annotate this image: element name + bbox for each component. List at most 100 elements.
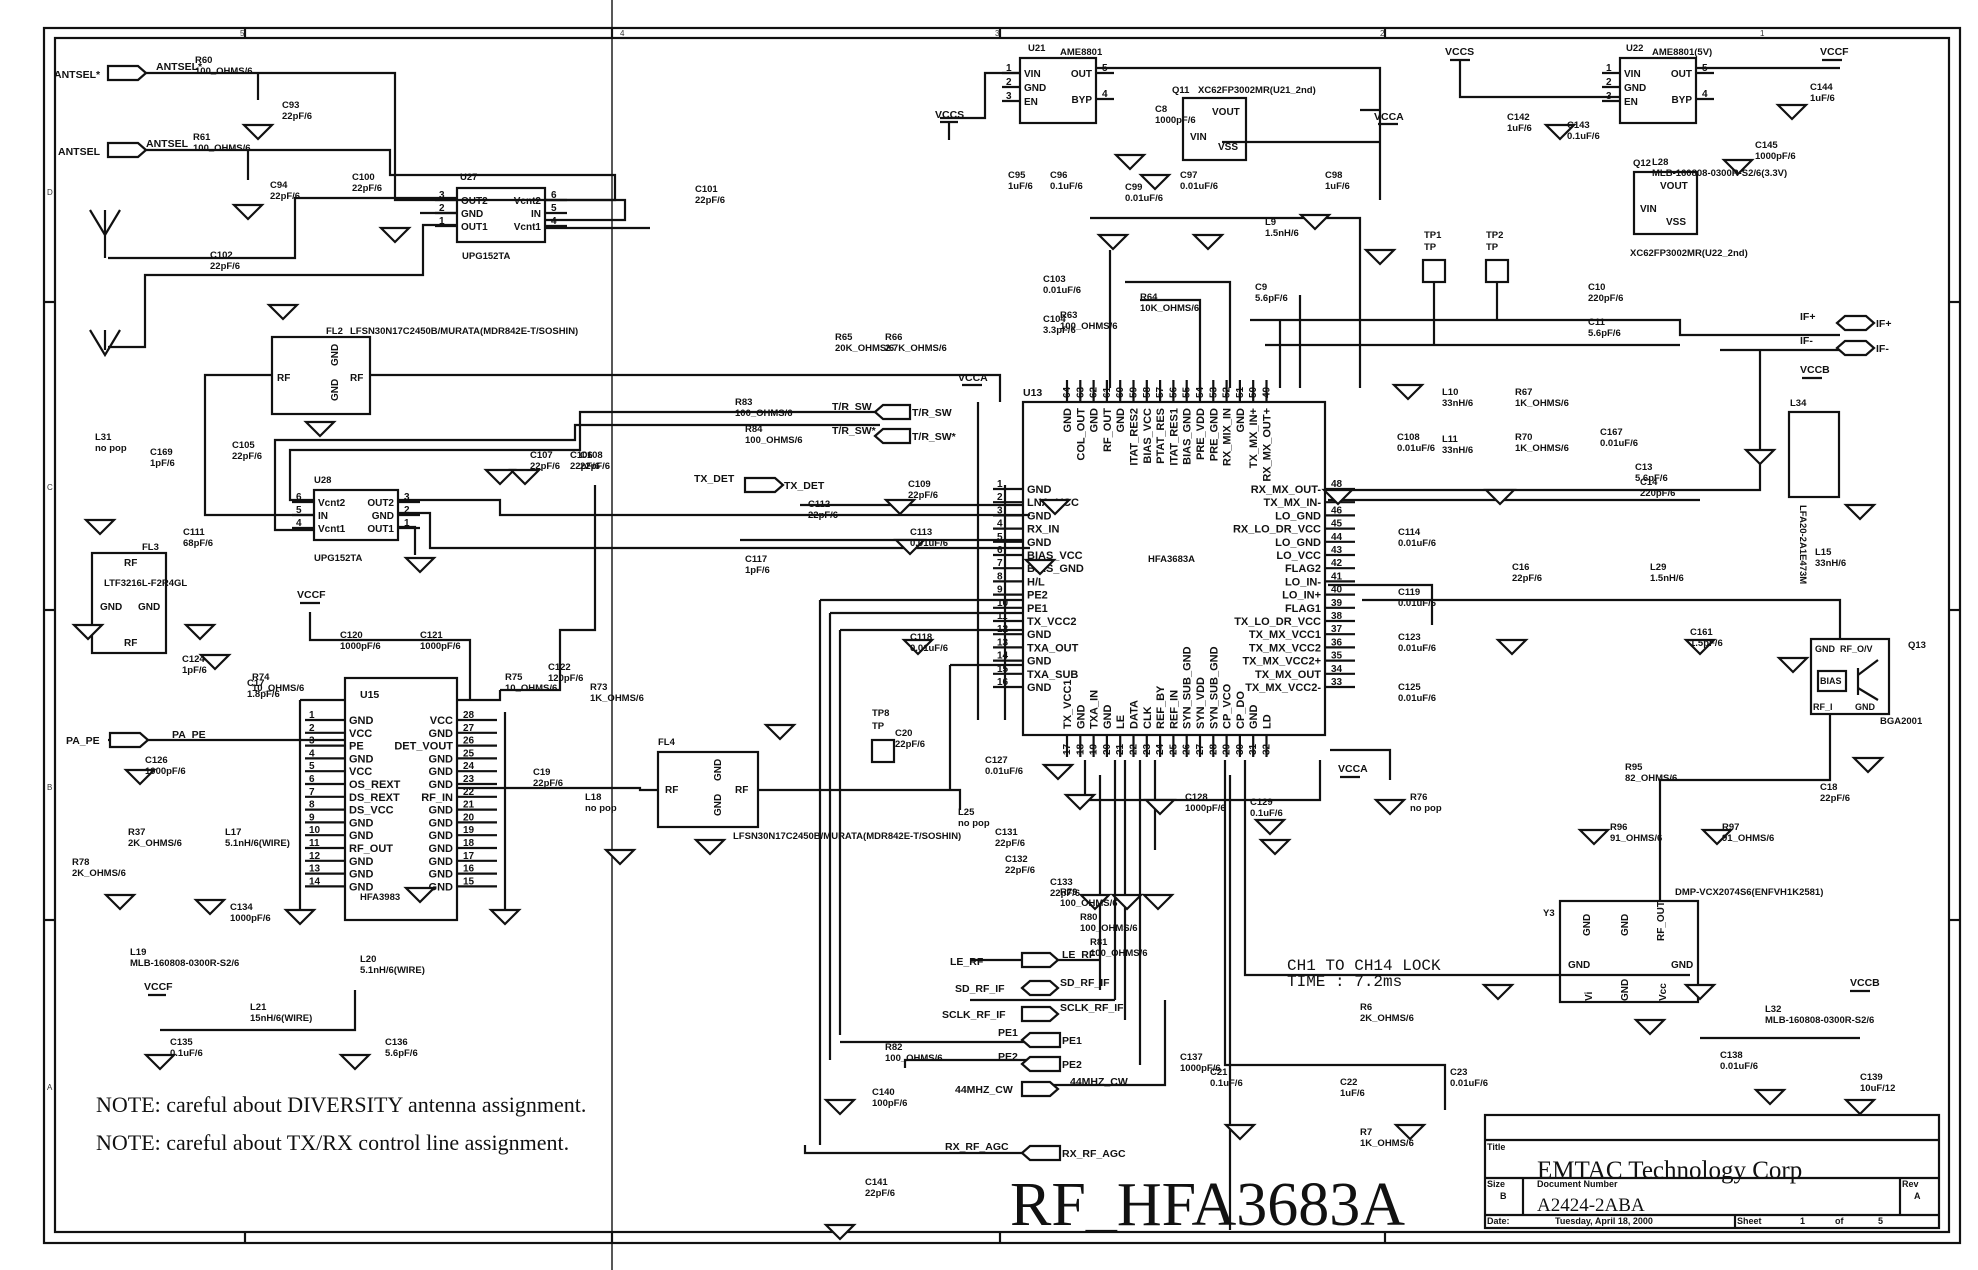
port-antsel[interactable]: ANTSEL ANTSEL bbox=[58, 138, 189, 159]
u13-hfa3683a[interactable]: U13 HFA3683A 1GND2LNA_VCC3GND4RX_IN5GND6… bbox=[993, 380, 1355, 757]
port-if-plus[interactable]: IF+ IF+ bbox=[1800, 311, 1891, 332]
port-tx-det[interactable]: TX_DET TX_DET bbox=[694, 473, 825, 494]
port-antsel-n[interactable]: ANTSEL* ANTSEL* bbox=[54, 61, 203, 82]
component-c13[interactable]: C135.6pF/6 bbox=[1635, 462, 1668, 484]
port-if-minus[interactable]: IF- IF- bbox=[1800, 335, 1889, 357]
test-point-tp8[interactable]: TP8 TP bbox=[870, 708, 896, 764]
port-pa-pe[interactable]: PA_PE PA_PE bbox=[66, 729, 206, 749]
port-sclk-rf-if[interactable]: SCLK_RF_IF SCLK_RF_IF bbox=[942, 1002, 1124, 1023]
port-44mhz-cw[interactable]: 44MHZ_CW 44MHZ_CW bbox=[955, 1076, 1128, 1098]
fl3-filter[interactable]: FL3 LTF3216L-F2R4GL GND GND RF RF bbox=[90, 542, 187, 655]
port-tr-sw-n[interactable]: T/R_SW* T/R_SW* bbox=[832, 425, 957, 445]
test-point-tp2[interactable]: TP2 TP bbox=[1484, 230, 1510, 284]
q13-bga2001[interactable]: Q13 BGA2001 GND RF_O/V BIAS RF_I GND bbox=[1809, 637, 1926, 727]
fl2-filter[interactable]: FL2 LFSN30N17C2450B/MURATA(MDR842E-T/SOS… bbox=[270, 326, 578, 416]
port-rx-rf-agc[interactable]: RX_RF_AGC RX_RF_AGC bbox=[945, 1141, 1126, 1162]
port-sd-rf-if[interactable]: SD_RF_IF SD_RF_IF bbox=[955, 977, 1110, 997]
port-pe1[interactable]: PE1 PE1 bbox=[998, 1027, 1082, 1049]
component-c9[interactable]: C95.6pF/6 bbox=[1255, 282, 1288, 304]
port-tr-sw[interactable]: T/R_SW T/R_SW bbox=[832, 401, 952, 421]
l34-balun[interactable]: L34 LFA20-2A1E473M bbox=[1787, 398, 1841, 584]
